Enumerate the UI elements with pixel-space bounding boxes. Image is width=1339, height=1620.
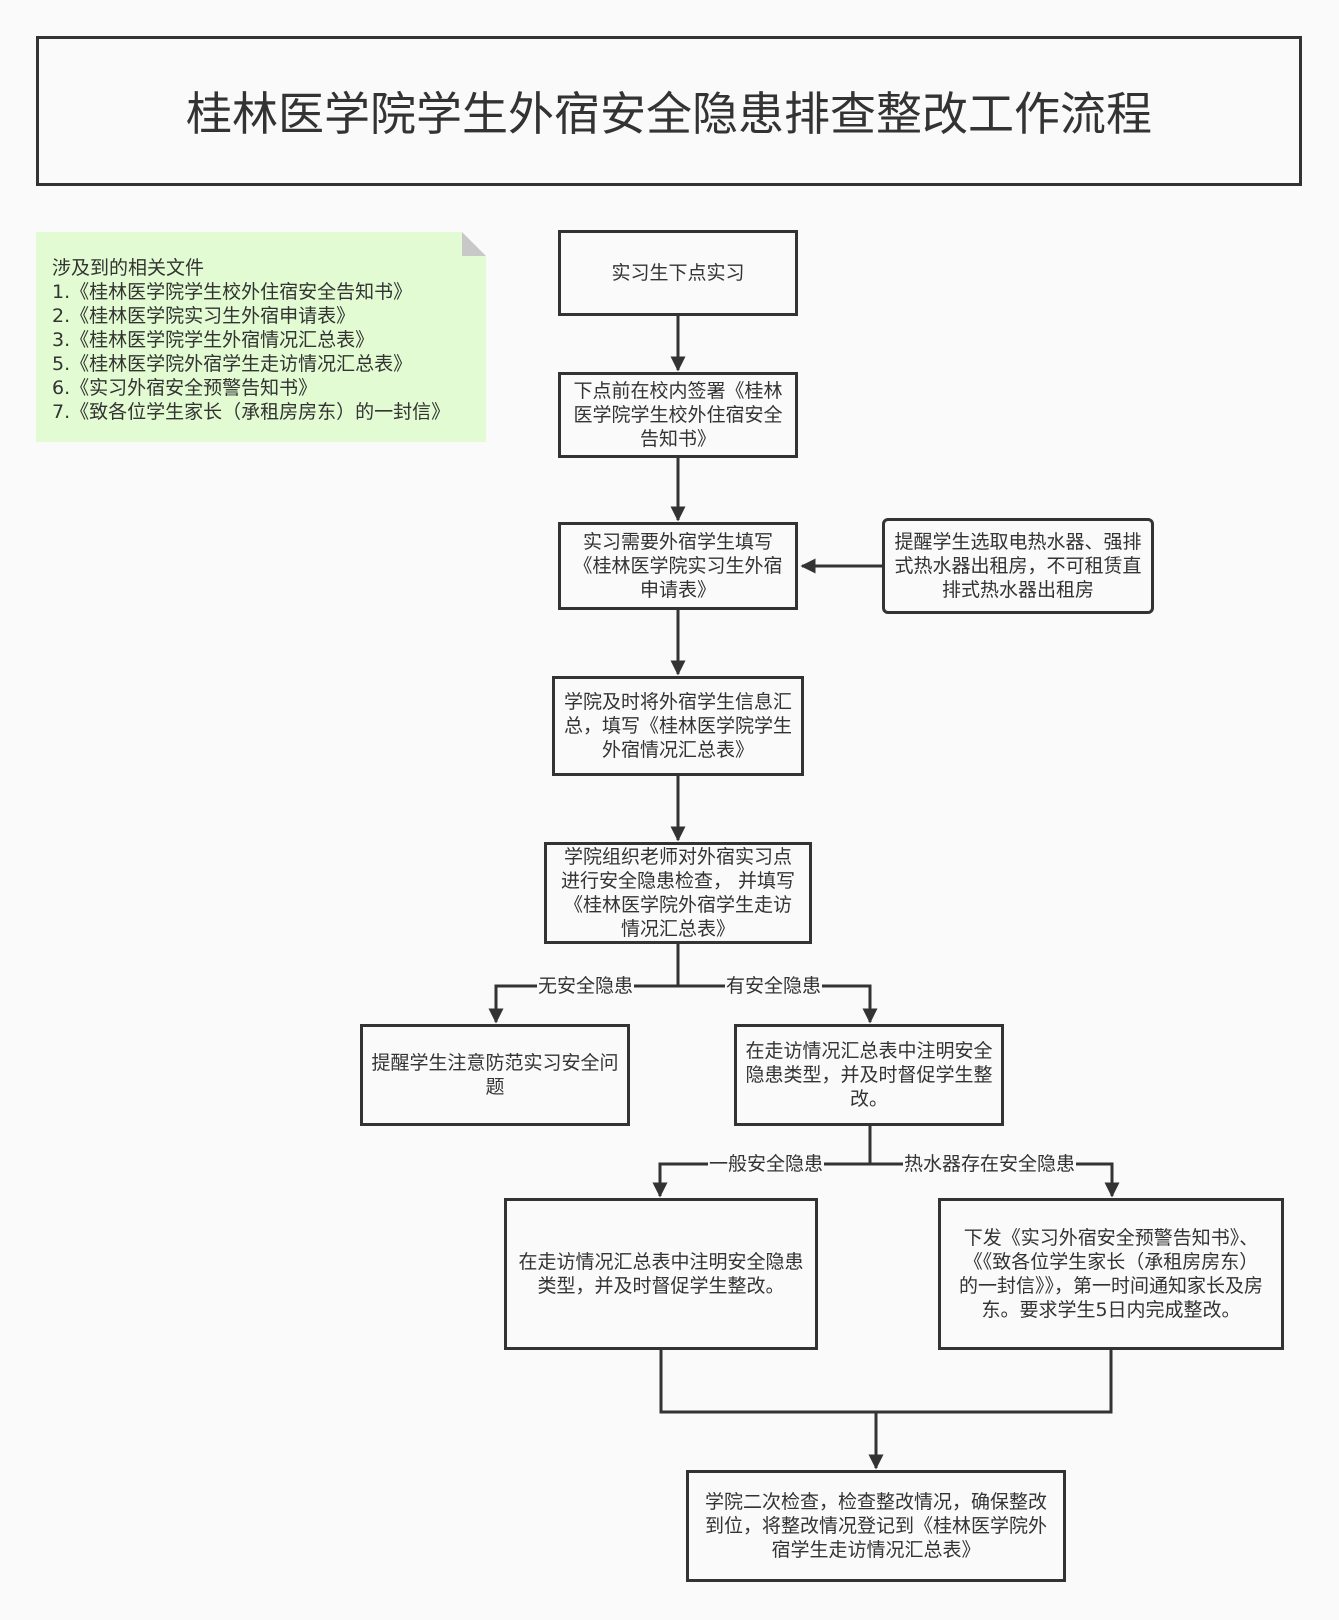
title-box: 桂林医学院学生外宿安全隐患排查整改工作流程 bbox=[36, 36, 1302, 186]
related-files-note: 涉及到的相关文件 1.《桂林医学院学生校外住宿安全告知书》 2.《桂林医学院实习… bbox=[36, 232, 486, 442]
node-fill-application: 实习需要外宿学生填写《桂林医学院实习生外宿申请表》 bbox=[558, 522, 798, 610]
node-second-check: 学院二次检查，检查整改情况，确保整改到位，将整改情况登记到《桂林医学院外宿学生走… bbox=[686, 1470, 1066, 1582]
note-item: 1.《桂林医学院学生校外住宿安全告知书》 bbox=[52, 281, 413, 303]
note-item: 6.《实习外宿安全预警告知书》 bbox=[52, 377, 318, 399]
node-internship-start: 实习生下点实习 bbox=[558, 230, 798, 316]
node-safety-inspection: 学院组织老师对外宿实习点进行安全隐患检查， 并填写《桂林医学院外宿学生走访情况汇… bbox=[544, 842, 812, 944]
edge-n7a-merge bbox=[659, 1350, 1113, 1414]
note-fold-corner bbox=[462, 232, 486, 256]
edge-label-no-hazard: 无安全隐患 bbox=[537, 975, 635, 997]
note-item: 2.《桂林医学院实习生外宿申请表》 bbox=[52, 305, 356, 327]
note-heading: 涉及到的相关文件 bbox=[52, 257, 205, 279]
page-title: 桂林医学院学生外宿安全隐患排查整改工作流程 bbox=[186, 87, 1152, 141]
edge-label-heater-hazard: 热水器存在安全隐患 bbox=[903, 1153, 1077, 1175]
node-issue-warning: 下发《实习外宿安全预警告知书》、《《致各位学生家长（承租房房东）的一封信》》，第… bbox=[938, 1198, 1284, 1350]
node-summarize-info: 学院及时将外宿学生信息汇总，填写《桂林医学院学生外宿情况汇总表》 bbox=[552, 676, 804, 776]
node-heater-reminder: 提醒学生选取电热水器、强排式热水器出租房，不可租赁直排式热水器出租房 bbox=[882, 518, 1154, 614]
node-remind-safety: 提醒学生注意防范实习安全问题 bbox=[360, 1024, 630, 1126]
note-item: 7.《致各位学生家长（承租房房东）的一封信》 bbox=[52, 401, 451, 423]
node-sign-notice: 下点前在校内签署《桂林医学院学生校外住宿安全告知书》 bbox=[558, 372, 798, 458]
node-general-rectify: 在走访情况汇总表中注明安全隐患类型，并及时督促学生整改。 bbox=[504, 1198, 818, 1350]
node-mark-hazard: 在走访情况汇总表中注明安全隐患类型，并及时督促学生整改。 bbox=[734, 1024, 1004, 1126]
edge-label-has-hazard: 有安全隐患 bbox=[725, 975, 823, 997]
edge-label-general-hazard: 一般安全隐患 bbox=[708, 1153, 825, 1175]
note-item: 5.《桂林医学院外宿学生走访情况汇总表》 bbox=[52, 353, 413, 375]
note-item: 3.《桂林医学院学生外宿情况汇总表》 bbox=[52, 329, 375, 351]
